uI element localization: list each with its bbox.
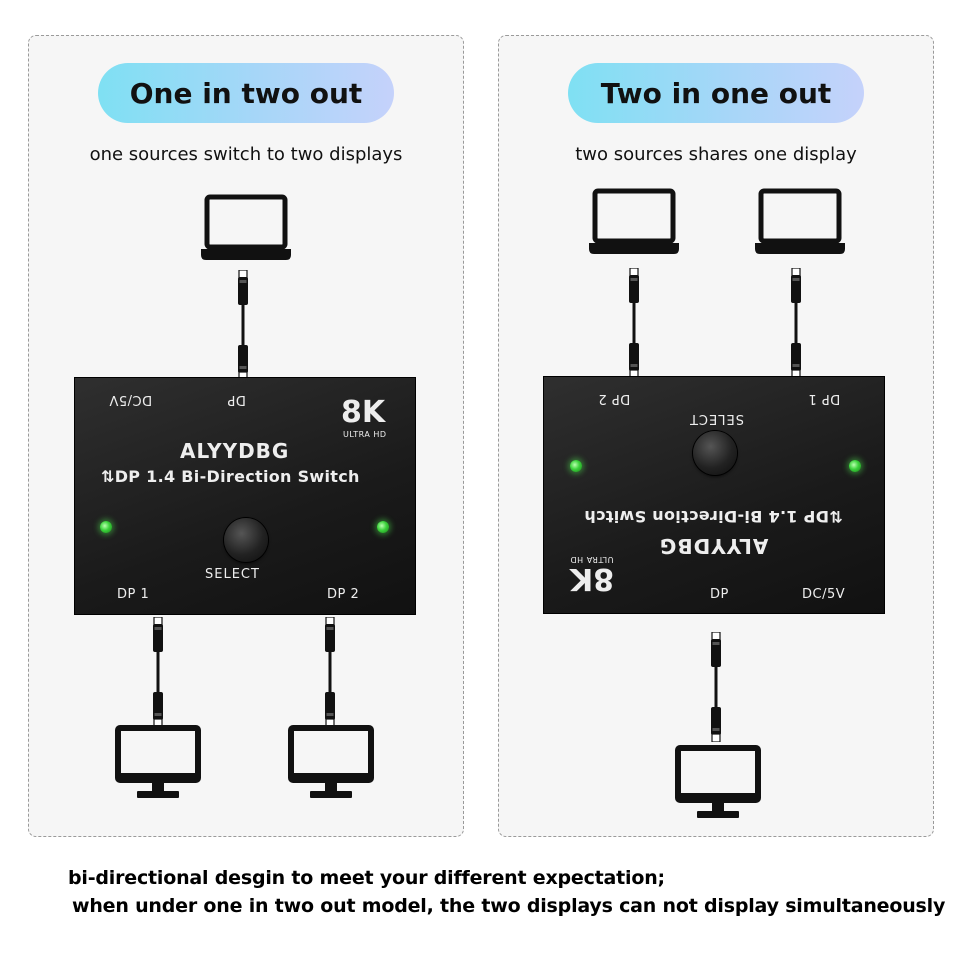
- displayport-cable-icon: [624, 268, 644, 378]
- select-button[interactable]: [224, 518, 268, 562]
- led-indicator-dp1: [849, 460, 861, 472]
- kvm-switch-device: DP 2 DP 1 SELECT ⇅DP 1.4 Bi-Direction Sw…: [543, 376, 885, 614]
- model-name: ⇅DP 1.4 Bi-Direction Switch: [101, 467, 360, 486]
- select-button[interactable]: [693, 431, 737, 475]
- laptop-icon: [587, 188, 681, 258]
- kvm-switch-device: DC/5V DP 8K ULTRA HD ALYYDBG ⇅DP 1.4 Bi-…: [74, 377, 416, 615]
- footer-note-line2: when under one in two out model, the two…: [72, 895, 946, 917]
- monitor-icon: [675, 745, 761, 823]
- monitor-icon: [115, 725, 201, 803]
- 8k-badge: 8K: [341, 395, 386, 430]
- brand-name: ALYYDBG: [659, 534, 769, 558]
- displayport-cable-icon: [320, 617, 340, 727]
- model-name: ⇅DP 1.4 Bi-Direction Switch: [584, 507, 843, 526]
- select-label: SELECT: [689, 411, 744, 426]
- laptop-icon: [199, 194, 293, 264]
- laptop-icon: [753, 188, 847, 258]
- port-label-dp1: DP 1: [117, 587, 150, 602]
- mode-title: One in two out: [129, 76, 363, 110]
- port-label-dp: DP: [227, 392, 246, 407]
- port-label-dp: DP: [710, 587, 729, 602]
- port-label-dp2: DP 2: [598, 391, 631, 406]
- mode-subtitle: two sources shares one display: [575, 144, 857, 165]
- port-label-dp1: DP 1: [808, 391, 841, 406]
- displayport-cable-icon: [706, 632, 726, 742]
- displayport-cable-icon: [786, 268, 806, 378]
- mode-title-pill: Two in one out: [568, 63, 864, 123]
- footer-note-line1: bi-directional desgin to meet your diffe…: [68, 867, 665, 889]
- led-indicator-dp2: [377, 521, 389, 533]
- mode-title: Two in one out: [600, 76, 832, 110]
- 8k-badge: 8K: [570, 561, 615, 596]
- port-label-dc5v: DC/5V: [802, 587, 846, 602]
- port-label-dc5v: DC/5V: [109, 392, 153, 407]
- monitor-icon: [288, 725, 374, 803]
- displayport-cable-icon: [148, 617, 168, 727]
- brand-name: ALYYDBG: [180, 439, 290, 463]
- port-label-dp2: DP 2: [327, 587, 360, 602]
- displayport-cable-icon: [233, 270, 253, 380]
- led-indicator-dp2: [570, 460, 582, 472]
- led-indicator-dp1: [100, 521, 112, 533]
- ultra-hd-label: ULTRA HD: [343, 430, 387, 439]
- mode-title-pill: One in two out: [98, 63, 394, 123]
- select-label: SELECT: [205, 567, 260, 582]
- mode-subtitle: one sources switch to two displays: [89, 144, 403, 165]
